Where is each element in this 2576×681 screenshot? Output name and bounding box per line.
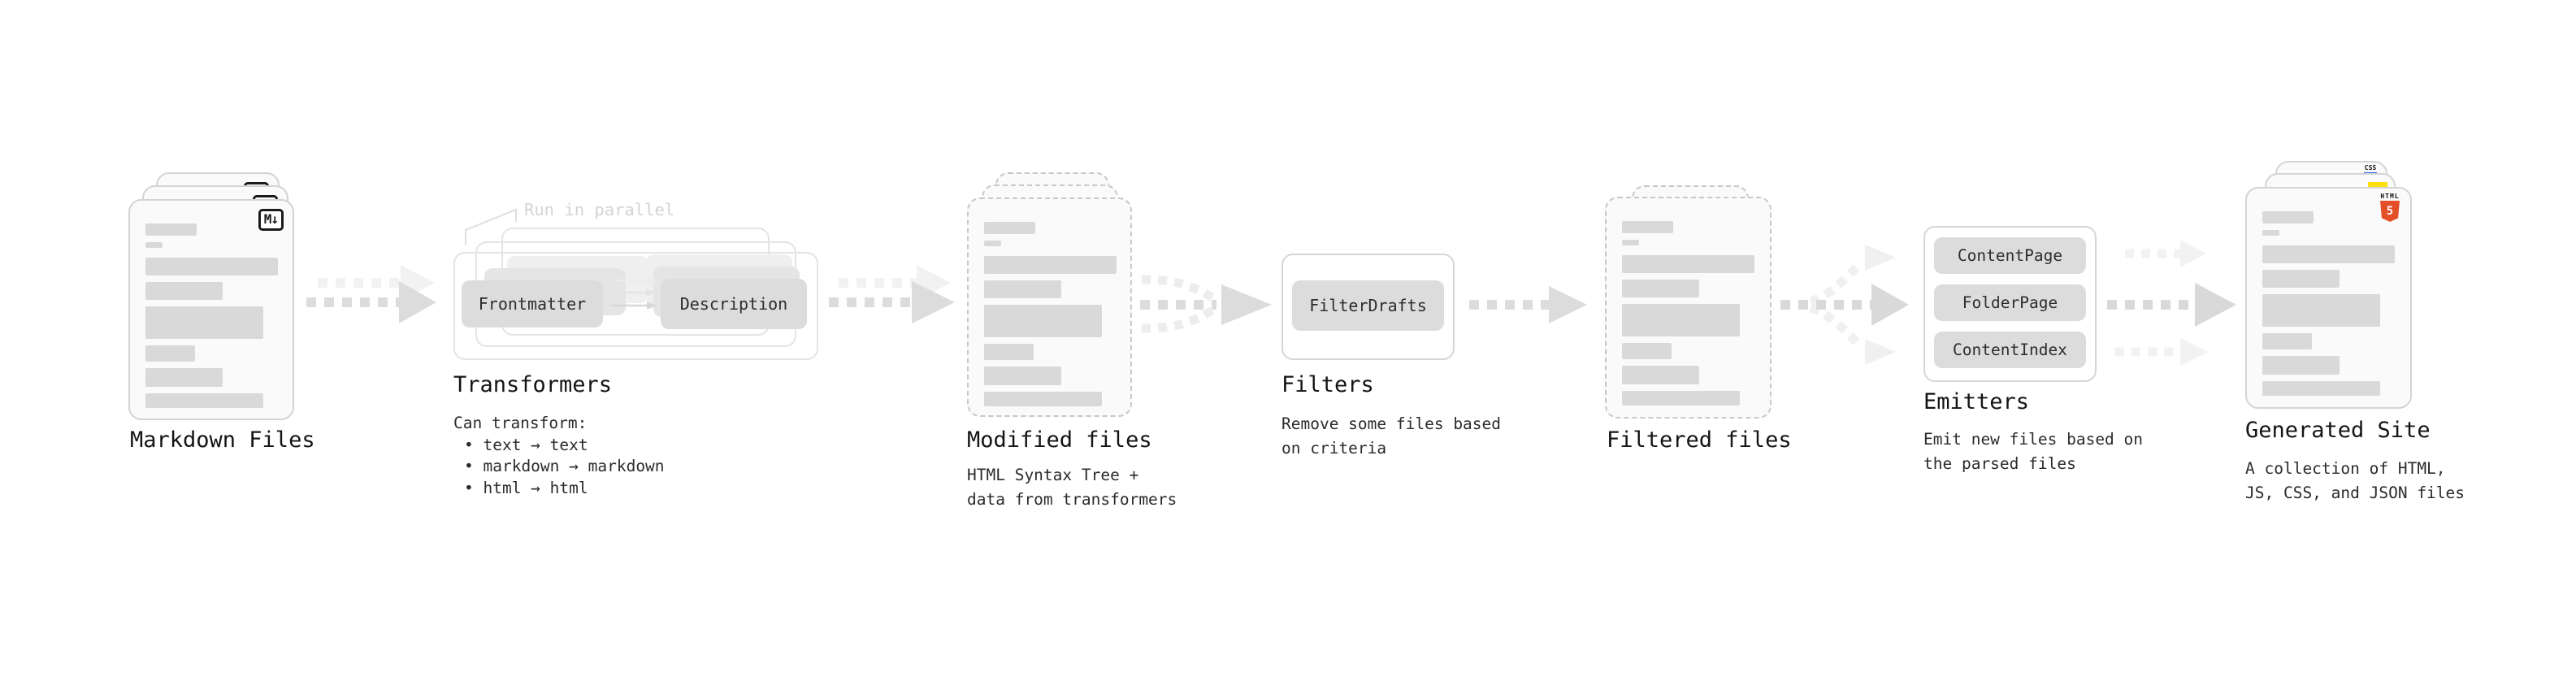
- filtered-file-card: [1605, 197, 1772, 419]
- arrow-modified-to-filters: [1140, 275, 1272, 333]
- can-transform-label: Can transform:: [453, 414, 588, 432]
- content-page-chip: ContentPage: [1934, 237, 2086, 274]
- filter-drafts-chip: FilterDrafts: [1292, 280, 1444, 331]
- run-in-parallel-label: Run in parallel: [524, 200, 675, 219]
- transform-bullet: • text → text: [464, 435, 588, 454]
- filtered-files-title: Filtered files: [1607, 427, 1792, 453]
- arrow-filters-to-filtered: [1469, 286, 1587, 323]
- arrow-markdown-to-transformers: [306, 265, 436, 323]
- description-chip: Description: [661, 279, 807, 329]
- parallel-label-connector: [465, 208, 517, 245]
- transform-bullet: • markdown → markdown: [464, 457, 665, 475]
- emitters-subtitle: Emit new files based on the parsed files: [1923, 430, 2144, 473]
- filters-title: Filters: [1281, 372, 1374, 397]
- text-skeleton: [984, 222, 1117, 406]
- transform-bullet: • html → html: [464, 478, 588, 497]
- modified-file-card: [967, 197, 1132, 417]
- arrow-emitters-to-generated: [2107, 240, 2236, 366]
- generated-site-subtitle: A collection of HTML, JS, CSS, and JSON …: [2245, 459, 2465, 502]
- text-skeleton: [1622, 221, 1754, 406]
- frontmatter-chip: Frontmatter: [462, 280, 603, 327]
- folder-page-chip: FolderPage: [1934, 284, 2086, 321]
- arrow-filtered-to-emitters: [1780, 245, 1909, 365]
- emitters-title: Emitters: [1923, 389, 2030, 414]
- generated-site-title: Generated Site: [2245, 418, 2431, 443]
- markdown-file-card: M↓: [128, 199, 294, 420]
- modified-files-subtitle: HTML Syntax Tree + data from transformer…: [967, 466, 1177, 509]
- text-skeleton: [145, 223, 278, 408]
- transformers-frame-front: [453, 252, 818, 360]
- arrow-transformers-to-modified: [829, 265, 955, 323]
- text-skeleton: [2262, 211, 2395, 396]
- html-file-card: HTML 5: [2245, 187, 2412, 409]
- markdown-files-title: Markdown Files: [130, 427, 315, 453]
- transformers-title: Transformers: [453, 372, 613, 397]
- html5-icon: HTML 5: [2380, 193, 2400, 222]
- modified-files-title: Modified files: [967, 427, 1152, 453]
- transformer-parallel-arrows: [611, 276, 658, 310]
- markdown-icon: M↓: [258, 209, 284, 231]
- transformers-description: Can transform: • text → text • markdown …: [453, 413, 665, 499]
- content-index-chip: ContentIndex: [1934, 332, 2086, 368]
- filters-subtitle: Remove some files based on criteria: [1281, 414, 1502, 458]
